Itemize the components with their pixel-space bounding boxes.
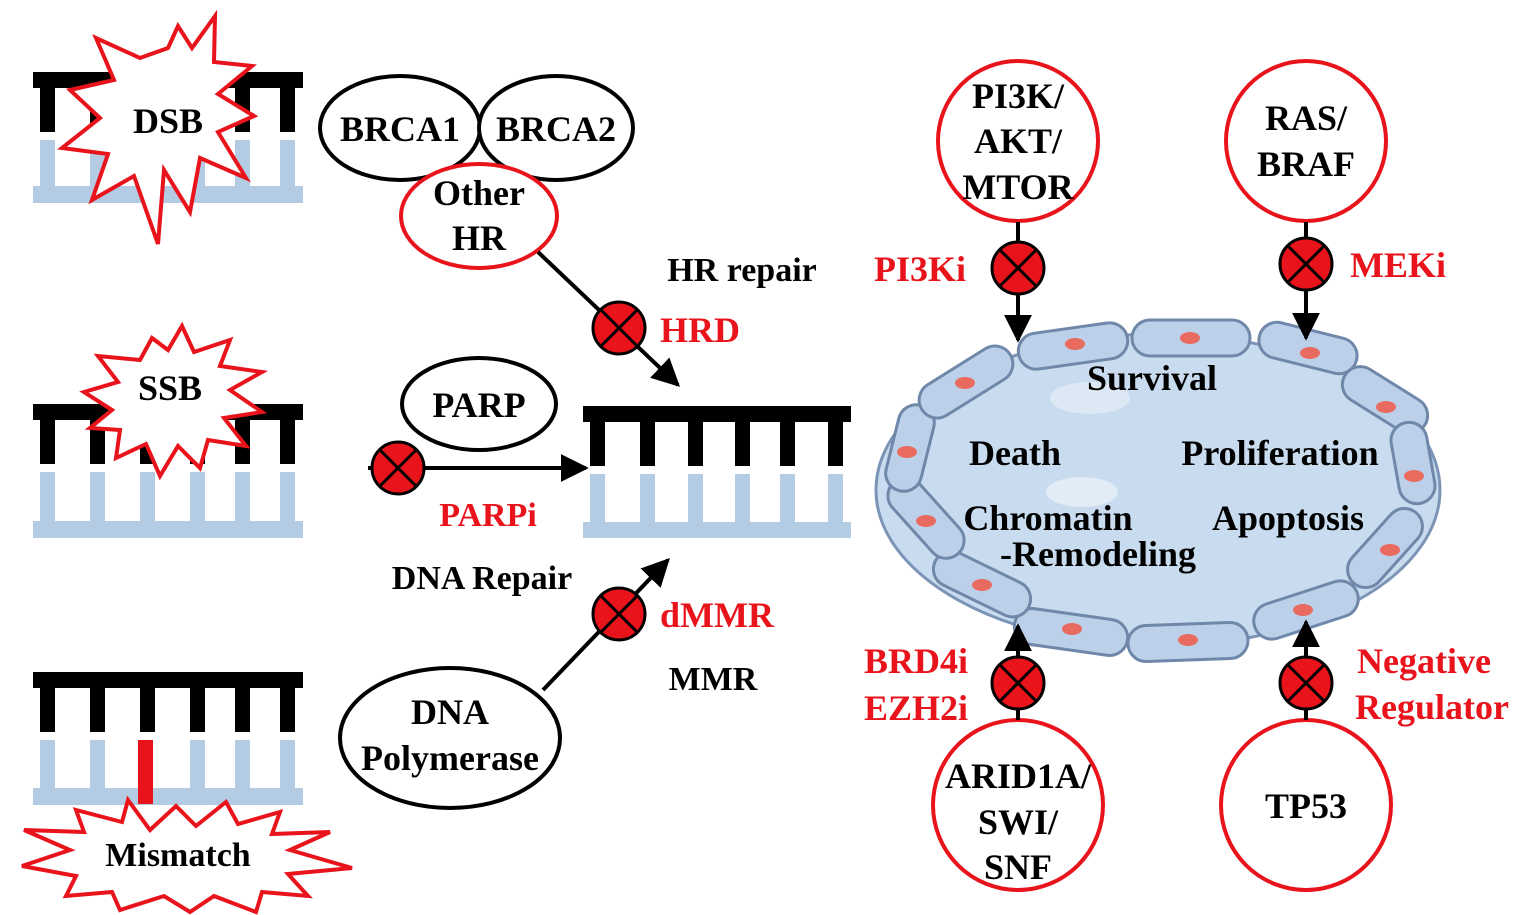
hrd-inhibitor-icon: [591, 300, 647, 356]
arid-label-3: SNF: [984, 847, 1052, 887]
cell-death-label: Death: [969, 433, 1061, 473]
tp53-regulator-icon: [1278, 655, 1334, 711]
tp53-label: TP53: [1265, 786, 1347, 826]
parp-node: [400, 356, 558, 452]
ras-label-2: BRAF: [1257, 144, 1355, 184]
arid-label-1: ARID1A/: [945, 756, 1092, 796]
ssb-label: SSB: [138, 368, 202, 408]
mmr-label: MMR: [669, 661, 758, 698]
mismatch-label: Mismatch: [105, 837, 251, 874]
pi3k-label-2: AKT/: [974, 121, 1063, 161]
other-hr-label-1: Other: [433, 173, 525, 213]
dna-repair-label: DNA Repair: [392, 560, 572, 597]
dna-polymerase-label-2: Polymerase: [361, 738, 539, 778]
dmmr-inhibitor-icon: [591, 586, 647, 642]
pi3k-label-1: PI3K/: [972, 76, 1065, 116]
arid-label-2: SWI/: [978, 802, 1059, 842]
cell-cluster: [874, 318, 1442, 663]
mismatch-base: [138, 740, 153, 804]
dna-strand-mismatch: [33, 672, 303, 805]
brca1-label: BRCA1: [340, 109, 460, 149]
cell-chromatin-label-1: Chromatin: [963, 498, 1132, 538]
meki-inhibitor-icon: [1278, 236, 1334, 292]
mismatch-starburst-icon: [21, 795, 353, 915]
ras-label-1: RAS/: [1265, 98, 1348, 138]
pi3k-akt-mtor-node: [936, 59, 1100, 223]
dna-strand-repaired: [583, 406, 851, 538]
ezh2i-label: EZH2i: [864, 688, 968, 728]
hrd-label: HRD: [660, 310, 740, 350]
other-hr-node: [399, 162, 559, 270]
cell-proliferation-label: Proliferation: [1181, 433, 1378, 473]
cell-apoptosis-label: Apoptosis: [1212, 498, 1364, 538]
brca2-label: BRCA2: [496, 109, 616, 149]
hr-repair-label: HR repair: [667, 252, 817, 289]
cell-survival-label: Survival: [1087, 358, 1217, 398]
pi3ki-inhibitor-icon: [990, 240, 1046, 296]
dmmr-label: dMMR: [660, 595, 775, 635]
brd4i-ezh2i-inhibitor-icon: [990, 655, 1046, 711]
dsb-label: DSB: [133, 101, 203, 141]
brd4i-label: BRD4i: [864, 641, 968, 681]
dna-polymerase-node: [338, 666, 562, 810]
parpi-inhibitor-icon: [370, 440, 426, 496]
parpi-label: PARPi: [439, 497, 537, 534]
ras-braf-node: [1224, 59, 1388, 223]
pi3k-label-3: MTOR: [962, 167, 1074, 207]
parp-label: PARP: [432, 385, 525, 425]
brca2-node: [477, 74, 635, 182]
other-hr-label-2: HR: [452, 218, 507, 258]
ssb-starburst-icon: [79, 321, 269, 481]
regulator-label: Regulator: [1355, 687, 1509, 727]
pi3ki-label: PI3Ki: [874, 249, 966, 289]
meki-label: MEKi: [1350, 245, 1446, 285]
dsb-starburst-icon: [57, 9, 259, 245]
dna-polymerase-label-1: DNA: [411, 692, 489, 732]
negative-label: Negative: [1357, 641, 1491, 681]
cell-chromatin-label-2: -Remodeling: [1000, 534, 1196, 574]
